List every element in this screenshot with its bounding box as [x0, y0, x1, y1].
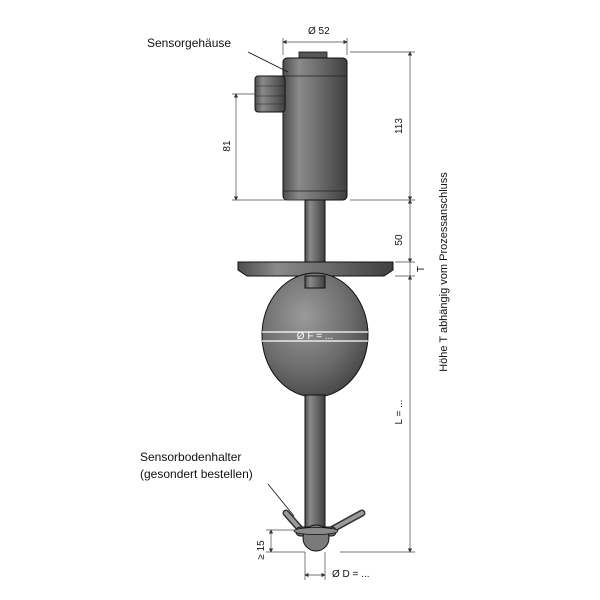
dim-length-l-label: L = ... — [394, 400, 405, 425]
label-bottom-holder-line2: (gesondert bestellen) — [140, 467, 253, 481]
dim-neck-height: 50 — [394, 199, 415, 263]
guide-tube — [304, 275, 326, 531]
process-flange — [237, 261, 394, 277]
dim-tube-diameter: Ø D = ... — [304, 552, 370, 580]
dim-cable-gland-height-label: 81 — [222, 140, 233, 152]
label-side-note: Höhe T abhängig vom Prozessanschluss — [438, 172, 450, 372]
dim-length-l: L = ... — [340, 275, 415, 553]
dim-cable-gland-height: 81 — [222, 93, 305, 201]
callout-sensor-housing: Sensorgehäuse — [147, 36, 289, 73]
dim-float-diameter-label: Ø F = ... — [297, 331, 333, 342]
label-bottom-holder-line1: Sensorbodenhalter — [140, 450, 241, 464]
sensor-neck — [304, 199, 326, 263]
dim-neck-height-label: 50 — [394, 234, 405, 246]
dim-min-15-label: ≥ 15 — [256, 540, 267, 560]
dim-housing-height: 113 — [350, 51, 415, 201]
dim-housing-height-label: 113 — [394, 118, 405, 134]
dim-housing-diameter: Ø 52 — [282, 26, 348, 55]
sensor-housing — [282, 51, 348, 201]
dim-min-15: ≥ 15 — [256, 529, 305, 560]
callout-bottom-holder: Sensorbodenhalter (gesondert bestellen) — [140, 450, 295, 517]
float-ball — [261, 272, 369, 398]
sensor-bottom-holder — [282, 509, 366, 552]
cable-gland — [254, 75, 286, 113]
dim-flange-t: T — [395, 262, 427, 277]
label-sensor-housing: Sensorgehäuse — [147, 36, 231, 50]
dim-tube-diameter-label: Ø D = ... — [332, 569, 370, 580]
dim-flange-t-label: T — [416, 266, 427, 272]
dim-housing-diameter-label: Ø 52 — [308, 26, 330, 37]
